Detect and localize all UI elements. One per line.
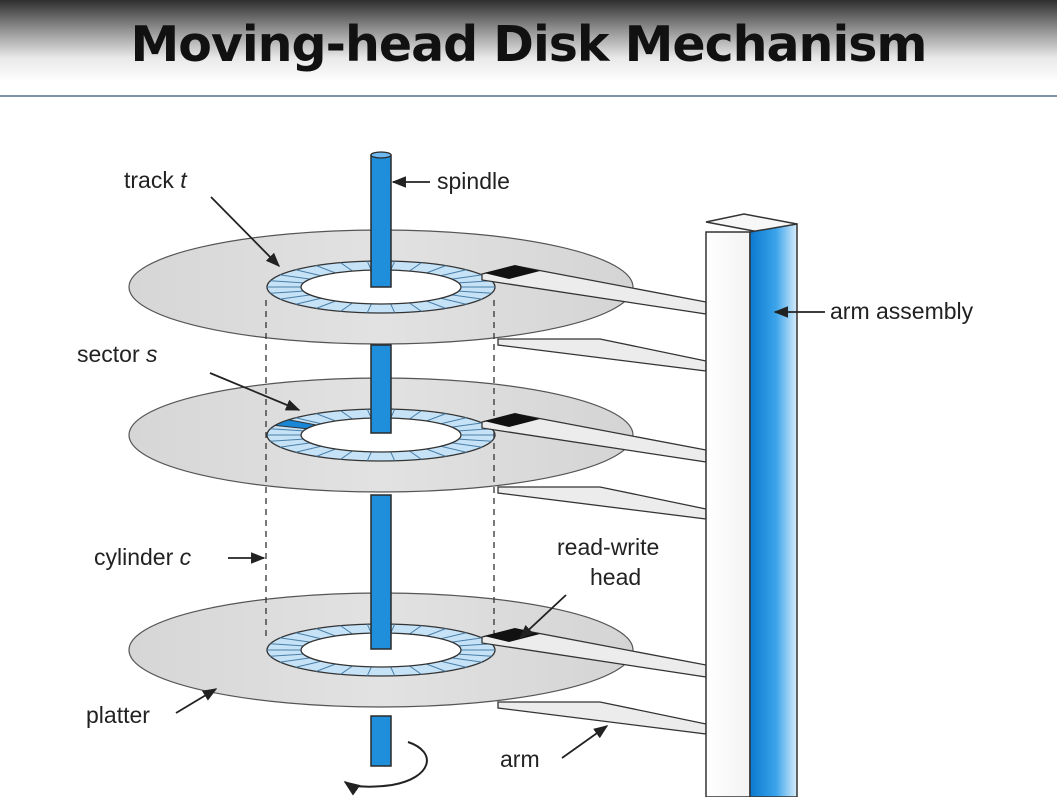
sector-divider xyxy=(440,297,467,305)
sector-divider xyxy=(279,294,311,300)
sector-divider xyxy=(440,417,467,425)
sector-divider xyxy=(426,663,446,672)
sector-divider xyxy=(458,653,492,657)
sector-divider xyxy=(270,280,304,284)
sector-divider xyxy=(451,422,483,428)
sector-divider xyxy=(279,442,311,448)
read-write-head xyxy=(484,413,540,427)
rotation-arrow-icon xyxy=(343,741,428,796)
arm-lower xyxy=(497,486,707,520)
pointer-arrows xyxy=(175,176,825,759)
header-divider xyxy=(0,95,1057,97)
sector-divider xyxy=(458,438,492,442)
sector-divider xyxy=(409,410,422,420)
platter xyxy=(128,592,634,708)
sector-divider xyxy=(316,663,336,672)
sector-divider xyxy=(458,290,492,294)
sector-divider xyxy=(279,637,311,643)
sector-divider xyxy=(426,628,446,637)
sector-divider xyxy=(440,660,467,668)
arm-assembly-label: arm assembly xyxy=(830,298,974,324)
sector-divider xyxy=(390,451,396,462)
sector-label: sector s xyxy=(77,341,158,367)
sector-divider xyxy=(340,410,353,420)
sector-divider xyxy=(366,303,372,314)
sector-divider xyxy=(440,632,467,640)
sector-divider xyxy=(295,417,322,425)
header-bar xyxy=(0,0,1057,96)
sector-divider xyxy=(295,269,322,277)
sector-divider xyxy=(295,445,322,453)
sector-divider xyxy=(409,665,422,675)
sector-divider xyxy=(340,262,353,272)
sector-divider xyxy=(366,451,372,462)
sector-divider xyxy=(426,300,446,309)
cylinder-guides xyxy=(265,300,495,640)
arm-lower xyxy=(497,338,707,372)
sector-divider xyxy=(295,297,322,305)
read-write-head-label-line2: head xyxy=(590,564,641,590)
sector-divider xyxy=(409,262,422,272)
read-write-head xyxy=(484,265,540,279)
sector-divider xyxy=(451,294,483,300)
sector-divider xyxy=(390,303,396,314)
sector-divider xyxy=(279,657,311,663)
sector-divider xyxy=(316,300,336,309)
sector-divider xyxy=(390,666,396,677)
sector-divider xyxy=(451,274,483,280)
spindle-label: spindle xyxy=(437,168,510,194)
sector-divider xyxy=(409,302,422,312)
spindle xyxy=(370,151,392,767)
sector-divider xyxy=(316,448,336,457)
page-title: Moving-head Disk Mechanism xyxy=(130,16,928,73)
sector-divider xyxy=(440,269,467,277)
sector-divider xyxy=(340,450,353,460)
track-label: track t xyxy=(124,167,188,193)
sector-divider xyxy=(340,665,353,675)
cylinder-label: cylinder c xyxy=(94,544,192,570)
arm-label: arm xyxy=(500,746,540,772)
sector-divider xyxy=(295,632,322,640)
sector-divider xyxy=(451,442,483,448)
sector-divider xyxy=(270,643,304,647)
sector-divider xyxy=(316,628,336,637)
sector-divider xyxy=(340,302,353,312)
sector-divider xyxy=(426,413,446,422)
platter-label: platter xyxy=(86,702,150,728)
sector-divider xyxy=(270,428,304,432)
arm-assembly-column xyxy=(705,213,798,797)
sector-divider xyxy=(279,274,311,280)
sector-divider xyxy=(366,666,372,677)
sector-divider xyxy=(270,290,304,294)
sector-divider xyxy=(316,265,336,274)
sector-divider xyxy=(426,265,446,274)
sector-divider xyxy=(295,660,322,668)
sector-divider xyxy=(340,625,353,635)
sector-divider xyxy=(451,657,483,663)
sector-divider xyxy=(270,653,304,657)
sector-divider xyxy=(451,637,483,643)
sector-divider xyxy=(440,445,467,453)
sector-divider xyxy=(270,438,304,442)
sector-divider xyxy=(316,413,336,422)
sector-divider xyxy=(409,450,422,460)
platters xyxy=(128,229,634,708)
sector-divider xyxy=(409,625,422,635)
disk-mechanism-diagram: track t spindle arm assembly sector s cy… xyxy=(77,151,974,797)
sector-divider xyxy=(426,448,446,457)
read-write-head-label-line1: read-write xyxy=(557,534,659,560)
